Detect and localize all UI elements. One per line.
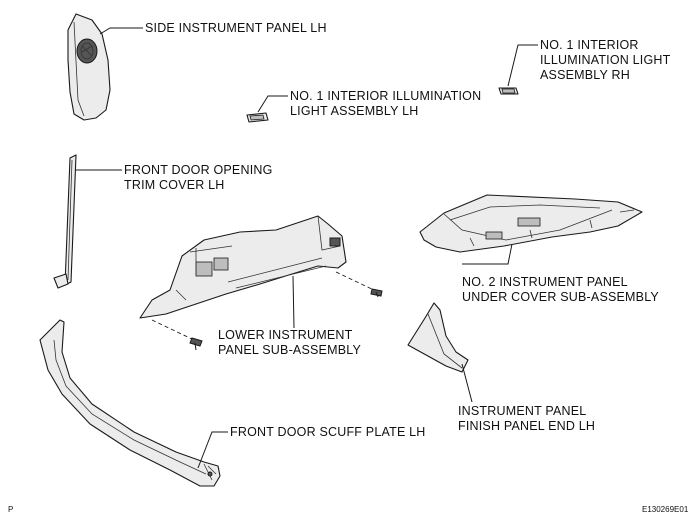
label-side-instrument-panel: SIDE INSTRUMENT PANEL LH (145, 21, 327, 35)
figure-code: E130269E01 (642, 505, 689, 514)
label-lower-instrument-panel: LOWER INSTRUMENT PANEL SUB-ASSEMBLY (218, 328, 361, 357)
lower-instrument-panel-part (139, 215, 347, 319)
label-scuff-plate: FRONT DOOR SCUFF PLATE LH (230, 425, 426, 439)
side-instrument-panel-lh-part (67, 13, 111, 121)
corner-mark: P (8, 505, 14, 514)
front-door-opening-trim-cover-part (53, 154, 77, 289)
label-illumination-light-rh: NO. 1 INTERIOR ILLUMINATION LIGHT ASSEMB… (540, 38, 671, 82)
label-illumination-light-lh: NO. 1 INTERIOR ILLUMINATION LIGHT ASSEMB… (290, 89, 482, 118)
leader-side-panel (99, 27, 143, 35)
leader-illum-lh (257, 95, 288, 113)
finish-panel-end-part (407, 302, 469, 373)
screw-right (335, 271, 383, 298)
front-door-scuff-plate-part (39, 319, 221, 487)
illumination-light-lh-part (246, 112, 269, 123)
label-under-cover: NO. 2 INSTRUMENT PANEL UNDER COVER SUB-A… (462, 275, 659, 304)
leader-illum-rh (507, 44, 538, 87)
leader-under-cover (462, 243, 513, 265)
leader-finish-end (461, 363, 473, 403)
leader-scuff-plate (197, 431, 228, 469)
label-finish-panel-end: INSTRUMENT PANEL FINISH PANEL END LH (458, 404, 596, 433)
leader-lower-panel (292, 275, 295, 329)
label-door-opening-trim: FRONT DOOR OPENING TRIM COVER LH (124, 163, 273, 192)
illumination-light-rh-part (498, 87, 519, 95)
screw-left (151, 319, 203, 351)
under-cover-part (419, 194, 643, 253)
